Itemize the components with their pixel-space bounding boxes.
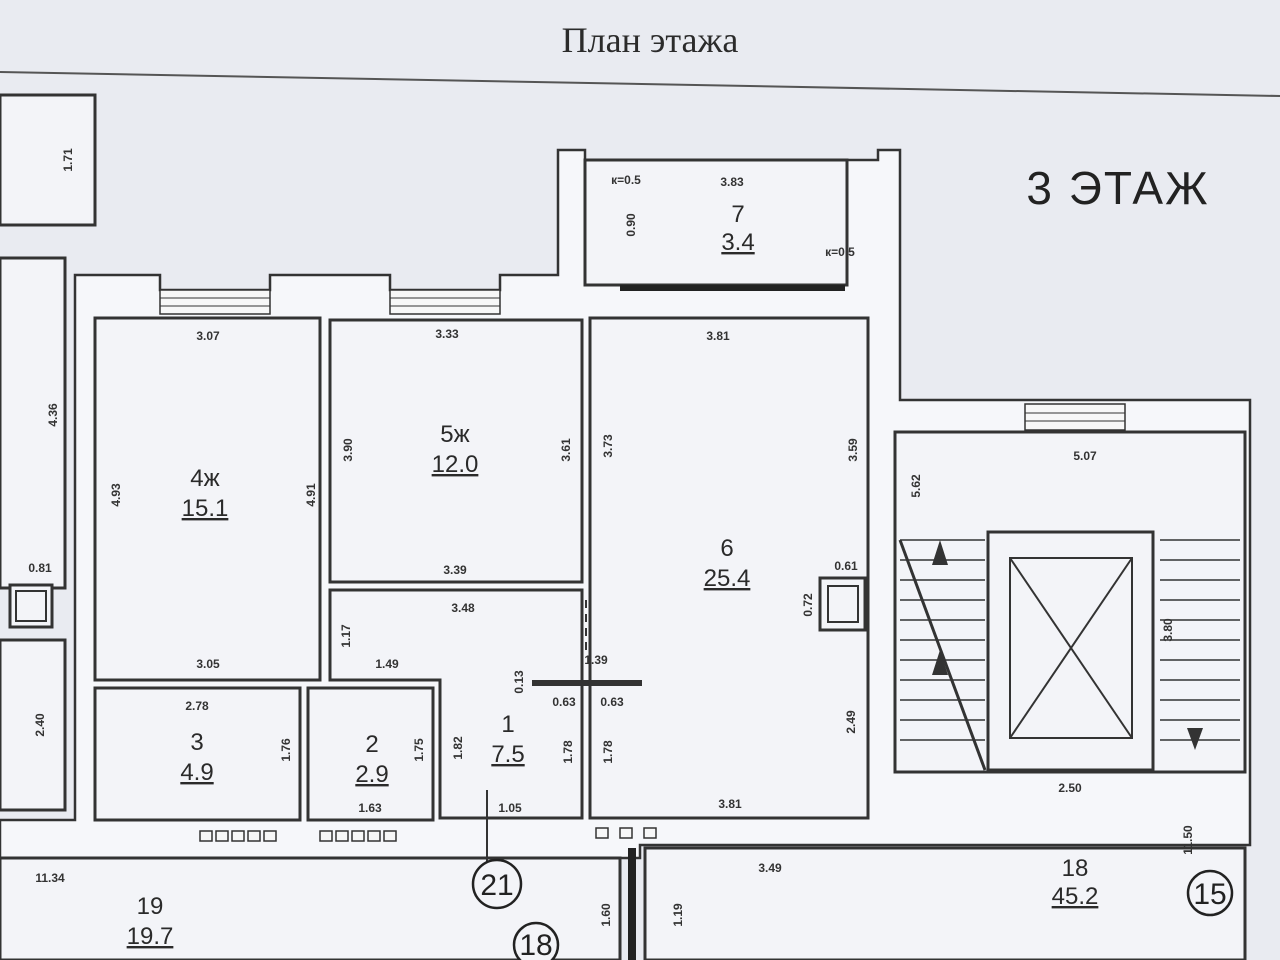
room-19-number: 19	[137, 893, 164, 920]
room-7	[583, 158, 849, 287]
dim-0-13: 0.13	[512, 670, 526, 694]
corridor-18	[643, 846, 1247, 960]
plan-title: План этажа	[562, 20, 739, 60]
dim-3-49: 3.49	[758, 861, 782, 875]
dim-1-39: 1.39	[584, 653, 608, 667]
dim-2-40: 2.40	[33, 713, 47, 737]
stair-window	[1024, 403, 1126, 431]
room-4-area: 15.1	[182, 495, 229, 522]
room-2-number: 2	[365, 731, 378, 758]
dim-3-07: 3.07	[196, 329, 220, 343]
dim-k05-a: к=0.5	[611, 173, 641, 187]
room-6-area: 25.4	[704, 565, 751, 592]
dim-1-82: 1.82	[451, 736, 465, 760]
room-3-area: 4.9	[180, 759, 213, 786]
dim-1-60: 1.60	[599, 903, 613, 927]
dim-3-73: 3.73	[601, 434, 615, 458]
dim-3-59: 3.59	[846, 438, 860, 462]
axis-21-label: 21	[480, 869, 513, 902]
dim-4-91: 4.91	[304, 483, 318, 507]
dim-0-63-a: 0.63	[552, 695, 576, 709]
dim-3-83: 3.83	[720, 175, 744, 189]
stair-flight-right	[1160, 539, 1240, 741]
dim-1-78-a: 1.78	[561, 740, 575, 764]
room-3	[93, 686, 302, 822]
room-7-number: 7	[731, 201, 744, 228]
room-4-number: 4ж	[190, 465, 219, 492]
dim-3-90: 3.90	[341, 438, 355, 462]
dim-1-05: 1.05	[498, 801, 522, 815]
dim-0-63-b: 0.63	[600, 695, 624, 709]
dim-1-76: 1.76	[279, 738, 293, 762]
axis-15-circle	[1186, 869, 1234, 917]
room-19-area: 19.7	[127, 923, 174, 950]
room-1	[328, 588, 584, 820]
room-4	[93, 316, 322, 682]
sheet-border-top	[0, 71, 1280, 97]
room-1-area: 7.5	[491, 741, 524, 768]
dim-3-39: 3.39	[443, 563, 467, 577]
window-room-5	[389, 289, 501, 315]
window-room-4	[159, 289, 271, 315]
dim-2-78: 2.78	[185, 699, 209, 713]
partition-stub	[532, 680, 642, 686]
dim-4-36: 4.36	[46, 403, 60, 427]
dim-1-49: 1.49	[375, 657, 399, 671]
dim-4-93: 4.93	[109, 483, 123, 507]
dim-1-17: 1.17	[339, 624, 353, 648]
room-7-area: 3.4	[721, 229, 754, 256]
dim-11-50: 11.50	[1181, 825, 1195, 855]
vent-shaft-room-6-inner	[827, 585, 859, 623]
dim-3-81-bottom: 3.81	[718, 797, 742, 811]
dim-3-80: 3.80	[1161, 618, 1175, 642]
axis-18-circle	[512, 921, 560, 960]
room-5-number: 5ж	[440, 421, 469, 448]
dim-5-07: 5.07	[1073, 449, 1097, 463]
axis-15-label: 15	[1193, 878, 1226, 911]
dim-1-75: 1.75	[412, 738, 426, 762]
room-5	[328, 318, 584, 584]
axis-18-label: 18	[519, 929, 552, 960]
dim-3-33: 3.33	[435, 327, 459, 341]
room-6	[588, 316, 870, 820]
room-2	[306, 686, 435, 822]
dim-3-81-top: 3.81	[706, 329, 730, 343]
dim-1-78-b: 1.78	[601, 740, 615, 764]
stair-flight-left	[898, 539, 987, 771]
dim-2-49: 2.49	[844, 710, 858, 734]
dim-0-72: 0.72	[801, 593, 815, 617]
room-3-number: 3	[190, 729, 203, 756]
room-2-area: 2.9	[355, 761, 388, 788]
left-neighbor-room-3	[0, 638, 67, 812]
dim-3-61: 3.61	[559, 438, 573, 462]
dim-2-50: 2.50	[1058, 781, 1082, 795]
elevator-car	[1009, 557, 1133, 739]
elevator-cross-2	[1009, 557, 1133, 739]
dim-0-61: 0.61	[834, 559, 858, 573]
dim-11-34: 11.34	[35, 871, 65, 885]
room-6-number: 6	[720, 535, 733, 562]
dim-1-63: 1.63	[358, 801, 382, 815]
stair-down-arrow-icon	[1187, 728, 1203, 750]
left-neighbor-room-2	[0, 256, 67, 590]
dim-1-19: 1.19	[671, 903, 685, 927]
room-18-number: 18	[1062, 855, 1089, 882]
bottom-wall-windows	[199, 827, 657, 842]
dim-0-90: 0.90	[624, 213, 638, 237]
dim-k05-b: к=0.5	[825, 245, 855, 259]
dim-0-81: 0.81	[28, 561, 52, 575]
left-neighbor-room	[0, 93, 97, 227]
room-18-area: 45.2	[1052, 883, 1099, 910]
dim-5-62: 5.62	[909, 474, 923, 498]
vent-shaft-left-inner	[15, 590, 47, 622]
dim-1-71: 1.71	[61, 148, 75, 172]
dim-3-05: 3.05	[196, 657, 220, 671]
axis-21-circle	[471, 858, 523, 910]
room-1-number: 1	[501, 711, 514, 738]
floor-label: 3 ЭТАЖ	[1026, 162, 1209, 214]
dim-3-48: 3.48	[451, 601, 475, 615]
room-5-area: 12.0	[432, 451, 479, 478]
